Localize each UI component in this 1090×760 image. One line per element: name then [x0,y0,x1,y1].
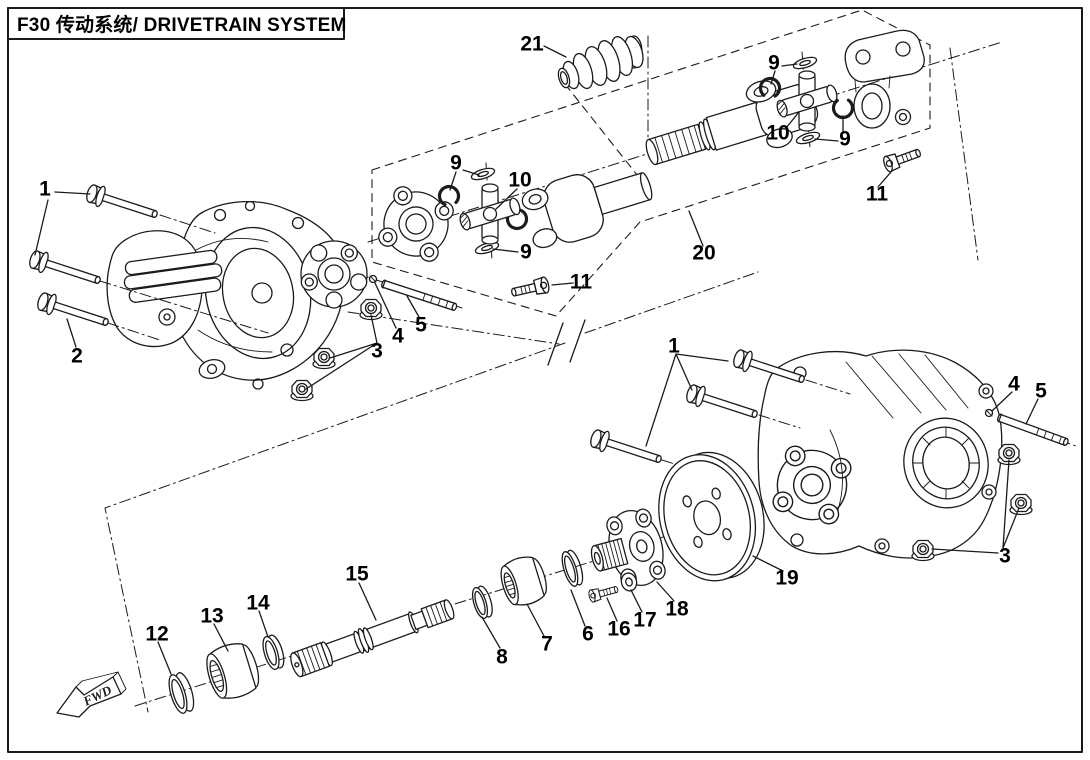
front-ujoint-cross [459,183,521,245]
front-output-flange [300,240,368,309]
callout-3-rear-nuts: 3 [999,544,1011,568]
rear-flange-bolt [881,144,924,174]
callout-6-ring: 6 [582,622,594,646]
callout-4-rear-pin: 4 [1008,372,1020,396]
callout-9-rear-top: 9 [768,51,780,75]
coupler-7 [500,556,547,606]
callout-16-bolt: 16 [607,617,631,641]
callout-15-shaft: 15 [345,562,369,586]
callout-10-front-cross: 10 [508,168,532,192]
rear-gearbox [757,349,1003,559]
page-border [7,7,1083,753]
propshaft-rear-section [645,80,819,166]
callout-7-coupler: 7 [541,632,553,656]
front-mount-bolts [26,181,269,341]
shaft-15 [290,599,455,678]
propshaft-front-yoke [521,172,653,249]
callout-19-brake-disc: 19 [775,566,799,590]
callout-2-front-bolt: 2 [71,344,83,368]
callout-9-rear-bottom: 9 [839,127,851,151]
page-title: F30 传动系统/ DRIVETRAIN SYSTEM [17,15,347,36]
callout-20-propshaft: 20 [692,241,716,265]
callout-12-ring: 12 [145,622,169,646]
title-box: F30 传动系统/ DRIVETRAIN SYSTEM [8,8,347,39]
hub-bolt [587,582,620,604]
rubber-boot [557,35,644,90]
callout-13-coupler: 13 [200,604,224,628]
callout-9-front-top: 9 [450,151,462,175]
callout-5-rear-stud: 5 [1035,379,1047,403]
callout-17-washer: 17 [633,608,657,632]
front-stud [381,279,458,311]
rear-stud [997,413,1069,446]
ring-14 [262,634,285,671]
fwd-arrow: FWD [56,671,127,718]
front-propshaft-flange [374,182,458,266]
ring-12 [168,672,195,714]
callout-11-rear-bolt: 11 [865,182,889,206]
callout-1-rear-bolts: 1 [668,334,680,358]
front-gearbox [106,200,368,390]
callout-10-rear-cross: 10 [766,121,790,145]
front-pin [368,274,378,284]
rear-mount-bolts [587,346,851,473]
leader-lines [34,45,1039,675]
brake-disc [658,451,765,582]
callout-14-ring: 14 [246,591,270,615]
hub-washer [620,572,638,592]
callout-1-front-bolts: 1 [39,177,51,201]
callout-9-front-bottom: 9 [520,240,532,264]
rear-ujoint-cross [776,70,838,132]
rear-flange-yoke [844,29,925,129]
callout-3-front-nuts: 3 [371,339,383,363]
ring-6 [561,549,584,587]
callout-18-hub: 18 [665,597,689,621]
callout-21-boot: 21 [520,32,544,56]
callout-11-front-bolt: 11 [569,270,593,294]
callout-8-ring: 8 [496,645,508,669]
front-flange-bolt [509,275,551,302]
coupler-13 [206,643,260,699]
callout-4-front-pin: 4 [392,324,404,348]
callout-5-front-stud: 5 [415,313,427,337]
rear-pin [984,408,994,418]
ring-8 [471,585,493,620]
